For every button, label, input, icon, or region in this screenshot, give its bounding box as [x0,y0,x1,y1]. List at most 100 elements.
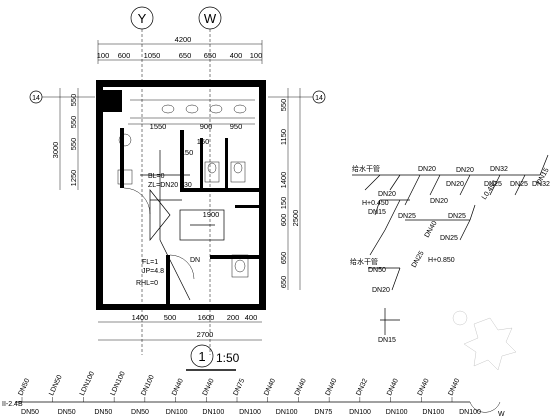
watermark-logo [452,310,517,371]
iso-dn-6: DN32 [532,181,550,188]
dim-top-3: 1050 [144,51,161,60]
drain-lower-label: DN100 [166,409,188,416]
drain-lower-label: DN100 [422,409,444,416]
iso-dn-16: DN20 [456,167,474,174]
dim-bottom-4: 200 [227,313,240,322]
bottom-dimensions: 1400 500 1600 200 400 2700 [98,313,262,341]
top-dimensions: 4200 100 600 1050 650 650 400 100 [97,35,263,64]
grid-axis-y-label: Y [138,11,147,26]
sink-2 [185,104,199,114]
dim-right-1: 550 [279,99,288,112]
toilet-1 [204,161,220,183]
drain-lower-label: DN100 [276,409,298,416]
floor-plan: 1550 900 950 150 150 1900 BL=0 ZL=DN20 3… [96,80,266,310]
iso-dn-5: DN25 [510,181,528,188]
label-zl-val: 30 [184,182,192,189]
drain-upper-label: DN40 [386,378,400,397]
drain-upper-label: DN100 [140,374,156,397]
drain-upper-label: DN40 [171,378,185,397]
dim-bottom-3: 1600 [198,313,215,322]
iso-dn-14: DN15 [378,337,396,344]
iso-slanted-2: DN25 [411,250,426,269]
dim-right-3: 1400 [279,172,288,189]
dim-right-4: 150 [279,197,288,210]
iso-dn-9: DN25 [448,213,466,220]
grid-row-right: 14 [268,90,326,104]
dim-top-5: 650 [204,51,217,60]
drain-upper-label: DN40 [447,378,461,397]
grid-axis-y: Y [130,6,154,355]
isometric-diagram: 给水干管 给水干管 DN20 DN32 DN20 DN25 DN25 DN32 … [350,154,551,344]
iso-dn-12: DN50 [368,267,386,274]
dim-inner-1: 1550 [150,122,167,131]
dim-left-1: 550 [69,94,78,107]
dim-left-3: 550 [69,138,78,151]
drain-upper-label: DN32 [355,378,369,397]
dim-left-4: 1250 [69,170,78,187]
drain-lower-label: DN100 [386,409,408,416]
grid-axis-w-label: W [204,11,217,26]
drawing-scale: 1:50 [216,351,240,365]
grid-row-left: 14 [29,90,95,104]
drain-upper-label: DN40 [417,378,431,397]
dim-inner-3: 950 [230,122,243,131]
drain-lower-label: DN100 [239,409,261,416]
drain-upper-label: LDN100 [110,371,127,397]
drain-upper-label: LDN50 [48,374,64,397]
iso-dn-15: DN25 [440,235,458,242]
dim-fixture: 1900 [203,210,220,219]
dim-top-4: 650 [179,51,192,60]
dim-bottom-overall: 2700 [197,330,214,339]
drain-upper-label: DN40 [202,378,216,397]
iso-dn-7: DN20 [430,198,448,205]
dim-bottom-5: 400 [245,313,258,322]
sink-4 [233,104,247,114]
dim-right-6: 650 [279,252,288,265]
dim-right-7: 650 [279,276,288,289]
drain-upper-label: DN40 [294,378,308,397]
iso-dn-2: DN32 [490,166,508,173]
grid-row-right-label: 14 [315,95,323,102]
dim-top-7: 100 [250,51,263,60]
iso-dn-3: DN20 [446,181,464,188]
drain-left-mark: II-2.4B [2,401,23,408]
dim-right-5: 600 [279,214,288,227]
iso-slanted-4: DN40 [424,220,439,239]
drawing-title: 1 1:50 [186,344,240,371]
drain-lower-label: DN50 [21,409,39,416]
right-dimensions: 550 1150 1400 150 600 650 650 2500 [279,88,301,290]
drain-lower-label: DN50 [58,409,76,416]
drain-upper-label: DN40 [325,378,339,397]
label-rhl: RHL=0 [136,280,158,287]
label-bl: BL=0 [148,173,165,180]
dim-bottom-1: 1400 [132,313,149,322]
pipe-shaft [98,90,122,112]
dim-top-6: 400 [230,51,243,60]
riser-symbol [149,189,171,241]
left-dimensions: 3000 550 550 550 1250 [51,88,79,190]
drain-lower-label: DN100 [202,409,224,416]
iso-tag-a: H+0.450 [362,200,389,207]
grid-row-left-label: 14 [32,95,40,102]
floor-drain-left [117,133,133,185]
dim-bottom-2: 500 [164,313,177,322]
drain-upper-label: DN40 [263,378,277,397]
drain-upper-label: DN75 [232,378,246,397]
dim-small-1: 150 [197,137,210,146]
label-dn: DN [190,257,200,264]
label-fl-sub: JP=4.8 [142,268,164,275]
iso-dn-1: DN20 [418,166,436,173]
iso-dn-11: DN15 [368,209,386,216]
iso-dn-10: DN20 [378,191,396,198]
drain-lower-label: DN100 [349,409,371,416]
iso-dn-13: DN20 [372,287,390,294]
drain-upper-label: LDN100 [79,371,96,397]
iso-dn-4: DN25 [484,181,502,188]
drain-lower-label: DN50 [131,409,149,416]
iso-dn-8: DN25 [398,213,416,220]
sink-3 [209,104,223,114]
iso-tag-b: H+0.850 [428,257,455,264]
